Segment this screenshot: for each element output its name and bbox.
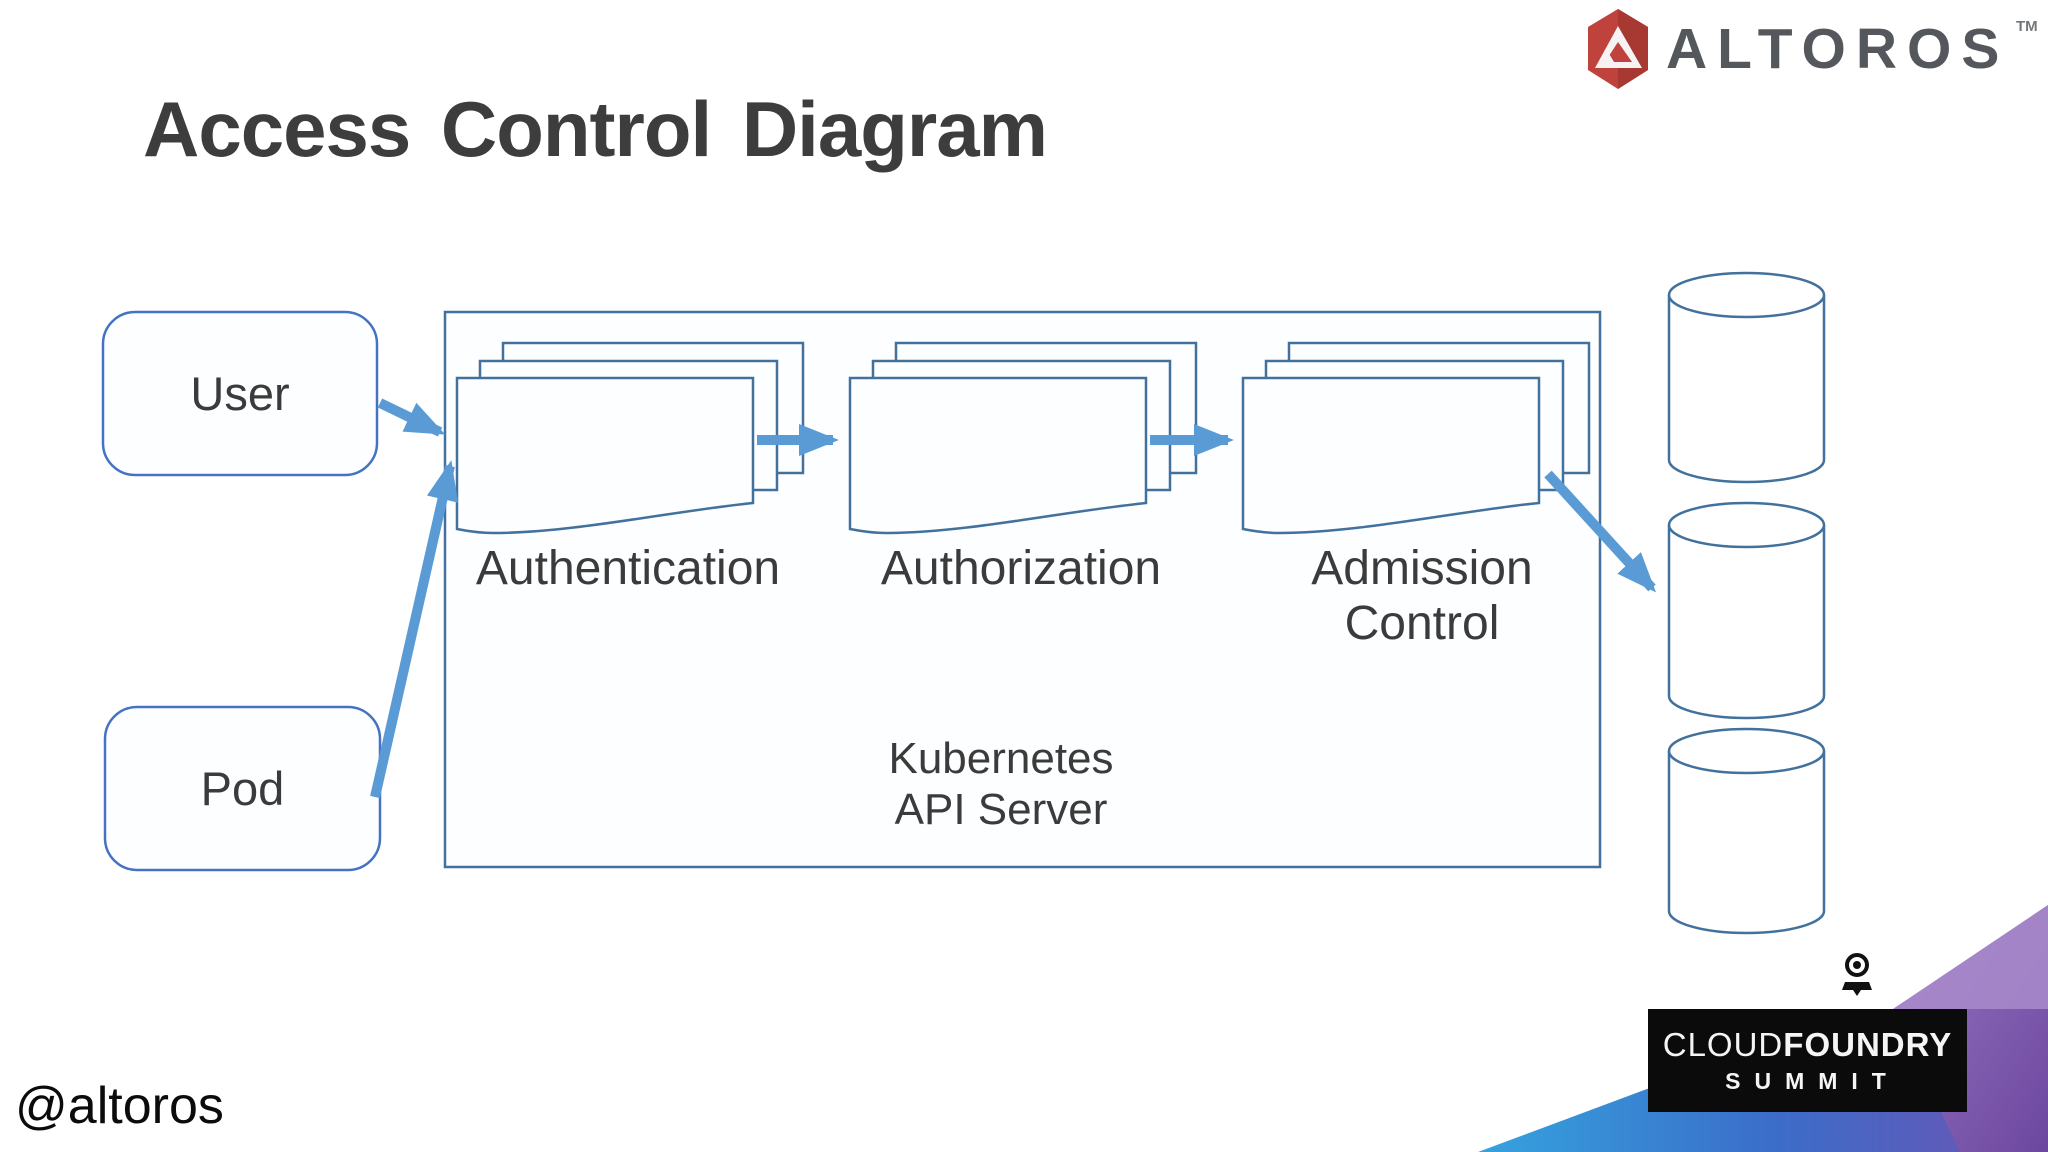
datastore-cylinder-3 — [1667, 727, 1826, 935]
trademark-symbol: TM — [2016, 18, 2038, 35]
violet-highlight-triangle — [1893, 905, 2048, 1009]
cf-mascot-icon — [1842, 953, 1872, 996]
cf-summit-cloud: CLOUD — [1662, 1026, 1784, 1063]
cf-summit-badge: CLOUDFOUNDRY SUMMIT — [1648, 1009, 1967, 1112]
stage-label-authorization: Authorization — [861, 541, 1181, 596]
authorization-stack — [848, 341, 1198, 535]
api-server-label-line2: API Server — [894, 785, 1108, 834]
stage-line: Authentication — [475, 542, 781, 595]
cf-summit-line1: CLOUDFOUNDRY — [1663, 1026, 1952, 1064]
cf-summit-foundry: FOUNDRY — [1783, 1026, 1953, 1063]
stage-label-admission-control: Admission Control — [1262, 541, 1582, 651]
admission-control-stack — [1241, 341, 1591, 535]
altoros-wordmark: ALTOROS — [1666, 17, 2010, 81]
document-shape — [848, 376, 1148, 535]
twitter-handle: @altoros — [15, 1077, 224, 1135]
pod-node-label: Pod — [200, 762, 285, 815]
document-shape — [1241, 376, 1541, 535]
arrow-pod-to-authentication — [370, 460, 459, 799]
authentication-stack — [455, 341, 805, 535]
api-server-label: Kubernetes API Server — [841, 733, 1161, 835]
datastore-cylinder-2 — [1667, 501, 1826, 720]
stage-line: Admission — [1311, 542, 1533, 595]
stage-line: Control — [1344, 597, 1500, 650]
user-node — [101, 310, 379, 477]
arrow-admission-to-datastore — [1544, 470, 1657, 593]
user-node-label: User — [190, 367, 290, 420]
altoros-hexagon-icon — [1588, 9, 1648, 89]
stage-line: Authorization — [880, 542, 1162, 595]
datastore-cylinder-1 — [1667, 271, 1826, 484]
cf-summit-line2: SUMMIT — [1725, 1068, 1900, 1094]
stage-label-authentication: Authentication — [468, 541, 788, 596]
api-server-label-line1: Kubernetes — [888, 734, 1114, 783]
document-shape — [455, 376, 755, 535]
arrow-user-to-authentication — [377, 398, 446, 437]
page-title: Access Control Diagram — [143, 85, 1048, 173]
